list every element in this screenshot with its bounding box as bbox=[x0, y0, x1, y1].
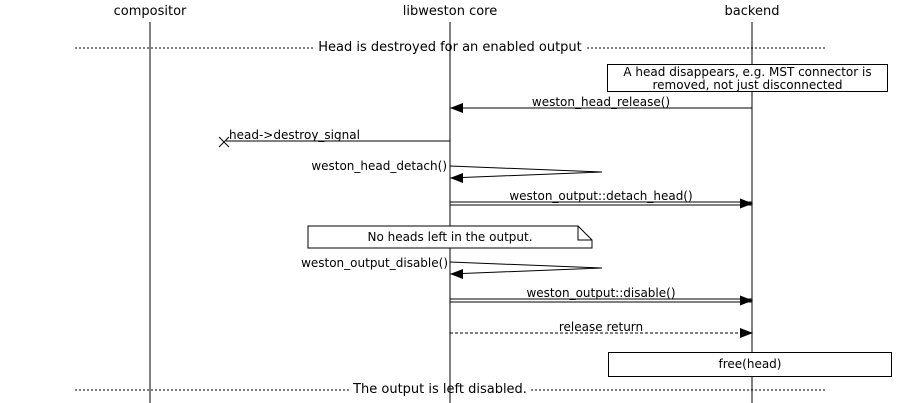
arrowhead-weston-head-detach bbox=[450, 173, 463, 183]
message-label-output-disable: weston_output::disable() bbox=[526, 286, 676, 300]
note-fold-icon bbox=[577, 226, 592, 241]
note-box-free-head: free(head) bbox=[608, 352, 892, 377]
message-label-head-destroy-signal: head->destroy_signal bbox=[229, 128, 360, 142]
note-box-mst-connector: A head disappears, e.g. MST connector is… bbox=[607, 64, 888, 92]
divider-label-head-destroyed: Head is destroyed for an enabled output bbox=[315, 41, 585, 55]
arrowhead-release-return bbox=[740, 328, 753, 338]
note-shape-no-heads bbox=[307, 225, 593, 249]
message-label-weston-output-disable: weston_output_disable() bbox=[301, 256, 448, 270]
actor-label-compositor: compositor bbox=[113, 4, 187, 19]
message-label-weston-head-detach: weston_head_detach() bbox=[311, 159, 447, 173]
note-box-mst-line2: removed, not just disconnected bbox=[652, 78, 843, 92]
note-box-mst-line1: A head disappears, e.g. MST connector is bbox=[623, 65, 872, 79]
note-label-no-heads: No heads left in the output. bbox=[367, 230, 533, 244]
self-message-arc-weston-head-detach bbox=[449, 165, 603, 179]
arrowhead-weston-head-release bbox=[450, 103, 463, 113]
message-label-detach-head: weston_output::detach_head() bbox=[509, 189, 693, 203]
actor-label-libweston-core: libweston core bbox=[402, 4, 498, 19]
lost-message-cross-icon bbox=[218, 136, 230, 148]
message-label-release-return: release return bbox=[558, 320, 644, 334]
self-message-arc-weston-output-disable bbox=[449, 261, 603, 275]
arrowhead-weston-output-disable bbox=[450, 269, 463, 279]
message-label-weston-head-release: weston_head_release() bbox=[531, 95, 671, 109]
divider-label-output-left-disabled: The output is left disabled. bbox=[350, 383, 530, 397]
arrowhead-output-disable bbox=[740, 295, 753, 306]
actor-label-backend: backend bbox=[724, 4, 780, 19]
arrowhead-detach-head bbox=[740, 198, 753, 209]
